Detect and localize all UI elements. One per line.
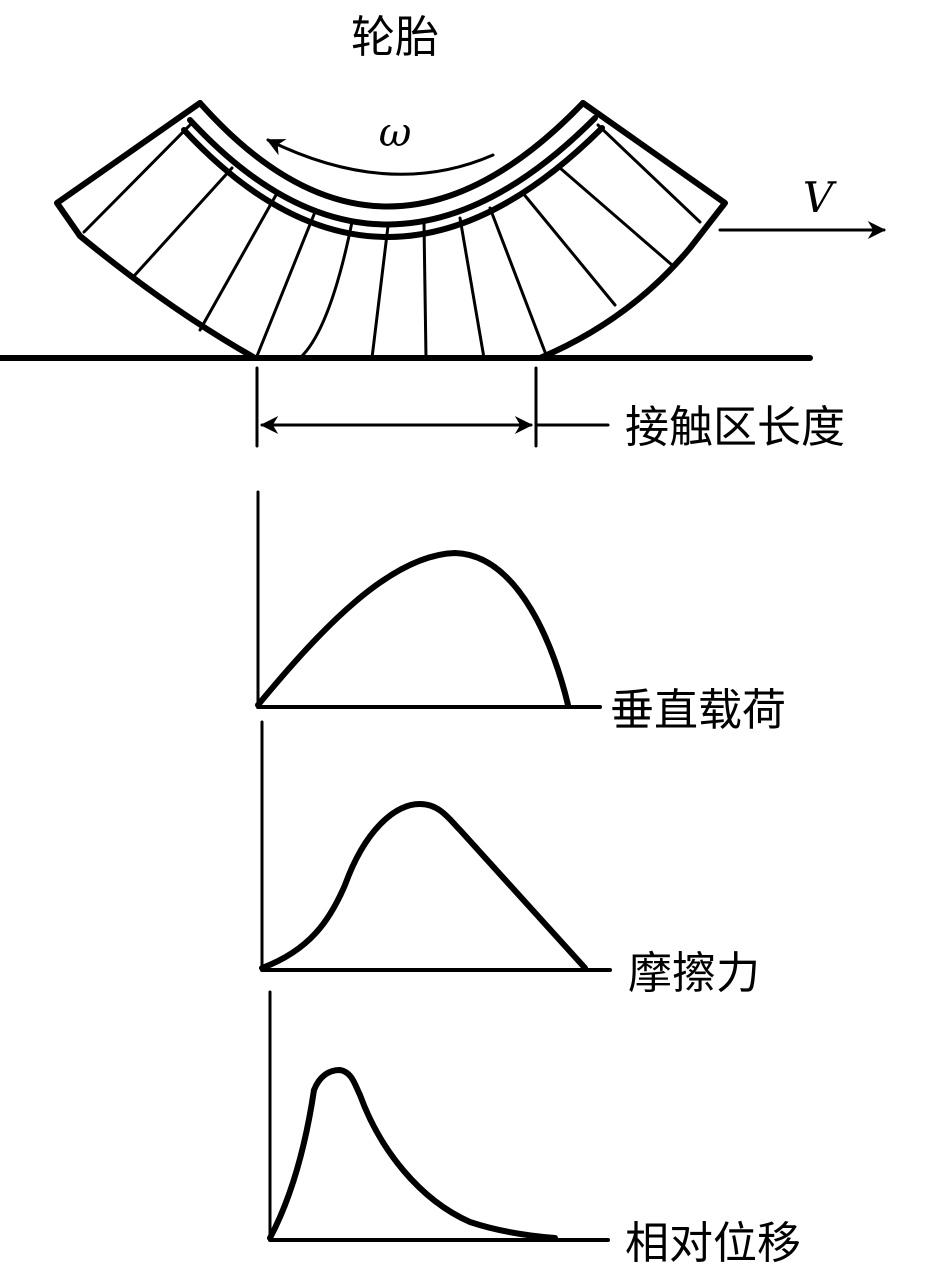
relative-displacement-plot xyxy=(267,990,610,1242)
tire-label: 轮胎 xyxy=(351,12,439,63)
friction-force-label: 摩擦力 xyxy=(628,948,760,999)
vertical-load-curve xyxy=(255,550,571,708)
contact-length-dimension xyxy=(255,366,610,448)
relative-displacement-curve xyxy=(267,1067,558,1241)
velocity-symbol: V xyxy=(803,173,837,222)
contact-length-label: 接触区长度 xyxy=(625,402,845,453)
vertical-load-plot xyxy=(255,490,602,709)
rotation-arrow xyxy=(266,138,495,176)
vertical-load-label: 垂直载荷 xyxy=(610,685,786,736)
relative-displacement-label: 相对位移 xyxy=(625,1218,801,1269)
friction-force-plot xyxy=(259,720,612,972)
tread-blocks xyxy=(82,123,702,360)
friction-force-curve xyxy=(259,801,588,971)
omega-symbol: ω xyxy=(379,110,412,156)
tire-tread xyxy=(54,100,728,361)
